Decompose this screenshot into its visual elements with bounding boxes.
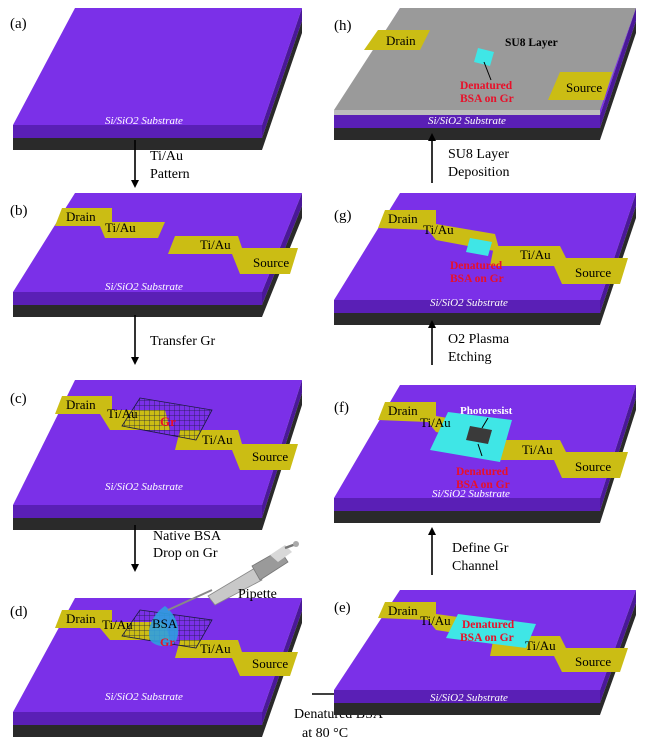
denatured-label-1: Denatured: [460, 80, 513, 92]
metal-label-right: Ti/Au: [522, 442, 553, 457]
metal-label-left: Ti/Au: [105, 220, 136, 235]
denatured-label-2: BSA on Gr: [450, 273, 504, 285]
source-label: Source: [252, 656, 288, 671]
step-cd-2: Drop on Gr: [153, 546, 218, 561]
step-ab-1: Ti/Au: [150, 149, 183, 164]
source-label: Source: [253, 255, 289, 270]
substrate-label: Si/SiO2 Substrate: [105, 481, 183, 493]
panel-c: (c) Gr Drain Ti/Au Ti/Au Source Si/SiO2 …: [10, 380, 302, 530]
step-de-2: at 80 °C: [302, 726, 348, 741]
step-fg-2: Etching: [448, 350, 492, 365]
substrate-label: Si/SiO2 Substrate: [432, 488, 510, 500]
panel-label-g: (g): [334, 208, 352, 224]
drain-label: Drain: [386, 33, 416, 48]
panel-d: (d) BSA Gr Pipette Drain Ti/Au Ti/Au Sou…: [10, 541, 302, 737]
graphene-sheet: [121, 397, 213, 441]
bsa-drop: [149, 606, 179, 647]
substrate-top: [13, 8, 302, 125]
panel-label-c: (c): [10, 391, 27, 407]
panel-f: (f) Photoresist Drain Ti/Au Ti/Au Source…: [334, 385, 636, 523]
step-gh-1: SU8 Layer: [448, 147, 509, 162]
source-label: Source: [575, 654, 611, 669]
panel-b: (b) Drain Ti/Au Ti/Au Source Si/SiO2 Sub…: [10, 193, 302, 317]
panel-label-e: (e): [334, 600, 351, 616]
graphene-label: Gr: [160, 414, 176, 429]
arrow-e-f: Define Gr Channel: [428, 527, 509, 575]
step-fg-1: O2 Plasma: [448, 332, 510, 347]
substrate-label: Si/SiO2 Substrate: [105, 115, 183, 127]
substrate-label: Si/SiO2 Substrate: [430, 297, 508, 309]
bsa-window: [474, 48, 494, 66]
panel-g: (g) Drain Ti/Au Ti/Au Source Denatured B…: [334, 193, 636, 325]
step-ab-2: Pattern: [150, 167, 190, 182]
step-gh-2: Deposition: [448, 165, 509, 180]
substrate-right: [262, 8, 302, 138]
arrow-b-c: Transfer Gr: [131, 315, 216, 365]
source-electrode: [548, 72, 612, 100]
step-bc: Transfer Gr: [150, 334, 216, 349]
source-label: Source: [575, 265, 611, 280]
drain-label: Drain: [388, 403, 418, 418]
substrate-label: Si/SiO2 Substrate: [428, 115, 506, 127]
source-label: Source: [575, 459, 611, 474]
substrate-side: [13, 125, 262, 138]
drain-electrode: [55, 208, 165, 238]
pipette-icon: [167, 541, 299, 611]
arrow-c-d: Native BSA Drop on Gr: [131, 525, 222, 572]
panel-a: (a) Si/SiO2 Substrate: [10, 8, 302, 150]
metal-label-right: Ti/Au: [200, 237, 231, 252]
metal-label-right: Ti/Au: [525, 638, 556, 653]
bsa-denatured: [446, 614, 536, 648]
panel-label-a: (a): [10, 16, 27, 32]
source-label: Source: [566, 80, 602, 95]
drain-electrode: [364, 30, 430, 50]
denatured-label-1: Denatured: [456, 466, 509, 478]
photoresist-label: Photoresist: [460, 405, 513, 417]
denatured-label-1: Denatured: [450, 260, 503, 272]
pipette-label: Pipette: [238, 587, 277, 602]
denatured-label-1: Denatured: [462, 619, 515, 631]
step-cd-1: Native BSA: [153, 529, 222, 544]
arrow-f-g: O2 Plasma Etching: [428, 320, 510, 365]
metal-label-right: Ti/Au: [202, 432, 233, 447]
su8-label: SU8 Layer: [505, 37, 558, 49]
panel-label-d: (d): [10, 604, 28, 620]
panel-e: (e) Drain Ti/Au Ti/Au Source Denatured B…: [334, 590, 636, 715]
substrate-label: Si/SiO2 Substrate: [430, 692, 508, 704]
denatured-label-2: BSA on Gr: [460, 93, 514, 105]
denatured-label-2: BSA on Gr: [460, 632, 514, 644]
metal-label-left: Ti/Au: [107, 406, 138, 421]
panel-label-f: (f): [334, 400, 349, 416]
denatured-label-2: BSA on Gr: [456, 479, 510, 491]
graphene-label: Gr: [160, 635, 175, 649]
arrow-a-b: Ti/Au Pattern: [131, 140, 190, 188]
arrow-g-h: SU8 Layer Deposition: [428, 133, 509, 183]
drain-label: Drain: [66, 397, 96, 412]
drain-label: Drain: [388, 211, 418, 226]
substrate-label: Si/SiO2 Substrate: [105, 281, 183, 293]
substrate-label: Si/SiO2 Substrate: [105, 691, 183, 703]
step-ef-1: Define Gr: [452, 541, 509, 556]
metal-label-left: Ti/Au: [102, 617, 133, 632]
panel-label-b: (b): [10, 203, 28, 219]
source-label: Source: [252, 449, 288, 464]
bsa-label: BSA: [152, 616, 178, 631]
panel-h: (h) Drain Source SU8 Layer Denatured BSA…: [334, 8, 636, 140]
metal-label-left: Ti/Au: [423, 222, 454, 237]
source-electrode: [168, 236, 298, 274]
drain-label: Drain: [66, 611, 96, 626]
metal-label-left: Ti/Au: [420, 613, 451, 628]
drain-label: Drain: [66, 209, 96, 224]
panel-label-h: (h): [334, 18, 352, 34]
metal-label-right: Ti/Au: [520, 247, 551, 262]
step-ef-2: Channel: [452, 559, 499, 574]
drain-label: Drain: [388, 603, 418, 618]
metal-label-right: Ti/Au: [200, 641, 231, 656]
metal-label-left: Ti/Au: [420, 415, 451, 430]
